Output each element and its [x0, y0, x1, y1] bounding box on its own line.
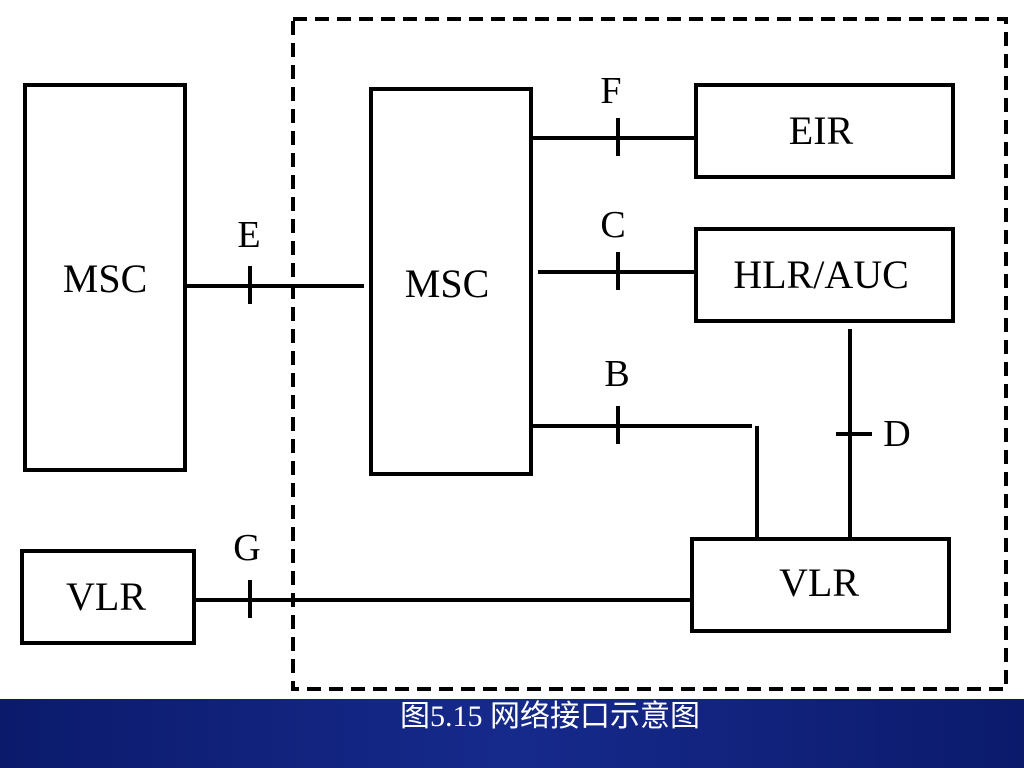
msc-internal-label: MSC [405, 261, 490, 306]
vlr-internal-label: VLR [779, 560, 859, 605]
figure-caption: 图5.15 网络接口示意图 [400, 700, 700, 733]
network-boundary [291, 17, 1008, 691]
caption-bar [0, 699, 1024, 768]
interface-f-label: F [600, 70, 621, 112]
msc-internal-box [369, 87, 533, 476]
hlr-auc-box [694, 227, 955, 323]
vlr-external-label: VLR [66, 574, 146, 619]
interface-e-label: E [237, 214, 260, 256]
msc-external-box [23, 83, 187, 472]
eir-box [694, 83, 955, 179]
interface-b-label: B [604, 353, 629, 395]
vlr-internal-box [690, 537, 951, 633]
interface-g-label: G [233, 527, 260, 569]
eir-label: EIR [789, 108, 854, 153]
interface-d-label: D [883, 413, 910, 455]
vlr-external-box [20, 549, 196, 645]
hlr-auc-label: HLR/AUC [733, 252, 909, 297]
msc-external-label: MSC [63, 256, 148, 301]
interface-c-label: C [600, 204, 625, 246]
